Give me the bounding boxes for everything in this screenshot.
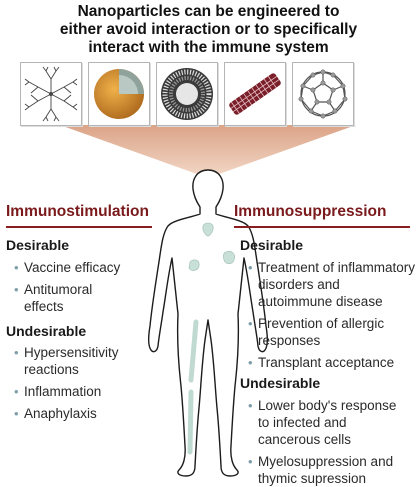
list-item-text: Treatment of inflammatory bbox=[258, 260, 416, 275]
diagram-title: Nanoparticles can be engineered to eithe… bbox=[0, 3, 417, 57]
list-item-text: Vaccine efficacy bbox=[24, 260, 121, 275]
list-item-text: Myelosuppression and bbox=[258, 454, 394, 469]
dendrimer-icon bbox=[24, 66, 78, 122]
spleen-icon bbox=[223, 251, 235, 265]
nanotube-panel bbox=[224, 62, 286, 126]
list-item: • Lower body's response to infected and can… bbox=[248, 397, 397, 448]
list-item-text: Inflammation bbox=[24, 384, 102, 399]
list-item-text: Antitumoral bbox=[24, 282, 93, 297]
bone-highlight bbox=[187, 319, 199, 455]
list-item-text: disorders and bbox=[258, 277, 340, 292]
funnel-triangle bbox=[60, 125, 356, 178]
list-item: • Anaphylaxis bbox=[14, 405, 97, 422]
list-item-text: thymic supression bbox=[258, 471, 367, 486]
dendrimer-panel bbox=[20, 62, 82, 126]
list-item: • Myelosuppression and thymic supression bbox=[248, 453, 394, 487]
bullet-icon: • bbox=[14, 260, 19, 275]
bullet-icon: • bbox=[248, 260, 253, 275]
list-item: • Transplant acceptance bbox=[248, 354, 395, 371]
right-desirable-label: Desirable bbox=[240, 237, 304, 253]
bullet-icon: • bbox=[14, 282, 19, 297]
immunostimulation-heading: Immunostimulation bbox=[6, 203, 149, 220]
bullet-icon: • bbox=[14, 384, 19, 399]
list-item-text: reactions bbox=[24, 362, 79, 377]
bullet-icon: • bbox=[248, 454, 253, 469]
left-undesirable-label: Undesirable bbox=[6, 323, 87, 339]
left-desirable-label: Desirable bbox=[6, 237, 70, 253]
title-line-2: either avoid interaction or to specifica… bbox=[59, 21, 358, 38]
list-item-text: to infected and bbox=[258, 415, 347, 430]
core-shell-panel bbox=[88, 62, 150, 126]
bullet-icon: • bbox=[14, 345, 19, 360]
left-heading-rule bbox=[6, 226, 152, 228]
title-line-1: Nanoparticles can be engineered to bbox=[77, 3, 340, 20]
list-item-text: Lower body's response bbox=[258, 398, 397, 413]
core-shell-sphere-icon bbox=[94, 69, 144, 119]
human-body-outline bbox=[147, 169, 269, 477]
list-item-text: Anaphylaxis bbox=[24, 406, 97, 421]
list-item-text: Prevention of allergic bbox=[258, 316, 385, 331]
bullet-icon: • bbox=[14, 406, 19, 421]
carbon-nanotube-icon bbox=[229, 73, 281, 115]
liposome-icon bbox=[161, 68, 213, 120]
fullerene-icon bbox=[298, 69, 348, 119]
thymus-icon bbox=[202, 222, 214, 237]
list-item: • Antitumoral effects bbox=[14, 281, 93, 315]
bullet-icon: • bbox=[248, 355, 253, 370]
fullerene-panel bbox=[292, 62, 354, 126]
right-heading-rule bbox=[234, 226, 410, 228]
bullet-icon: • bbox=[248, 316, 253, 331]
list-item: • Inflammation bbox=[14, 383, 102, 400]
list-item-text: responses bbox=[258, 333, 321, 348]
title-line-3: interact with the immune system bbox=[88, 39, 329, 56]
list-item-text: autoimmune disease bbox=[258, 294, 383, 309]
list-item-text: Transplant acceptance bbox=[258, 355, 395, 370]
immunosuppression-heading: Immunosuppression bbox=[234, 203, 387, 220]
list-item: • Hypersensitivity reactions bbox=[14, 344, 119, 378]
list-item-text: Hypersensitivity bbox=[24, 345, 119, 360]
list-item: • Vaccine efficacy bbox=[14, 259, 121, 276]
list-item-text: effects bbox=[24, 299, 64, 314]
bullet-icon: • bbox=[248, 398, 253, 413]
list-item: • Treatment of inflammatory disorders and a… bbox=[248, 259, 416, 310]
list-item: • Prevention of allergic responses bbox=[248, 315, 385, 349]
right-undesirable-label: Undesirable bbox=[240, 375, 321, 391]
lymph-node-icon bbox=[188, 259, 200, 271]
organs bbox=[188, 222, 235, 271]
list-item-text: cancerous cells bbox=[258, 432, 352, 447]
liposome-panel bbox=[156, 62, 218, 126]
